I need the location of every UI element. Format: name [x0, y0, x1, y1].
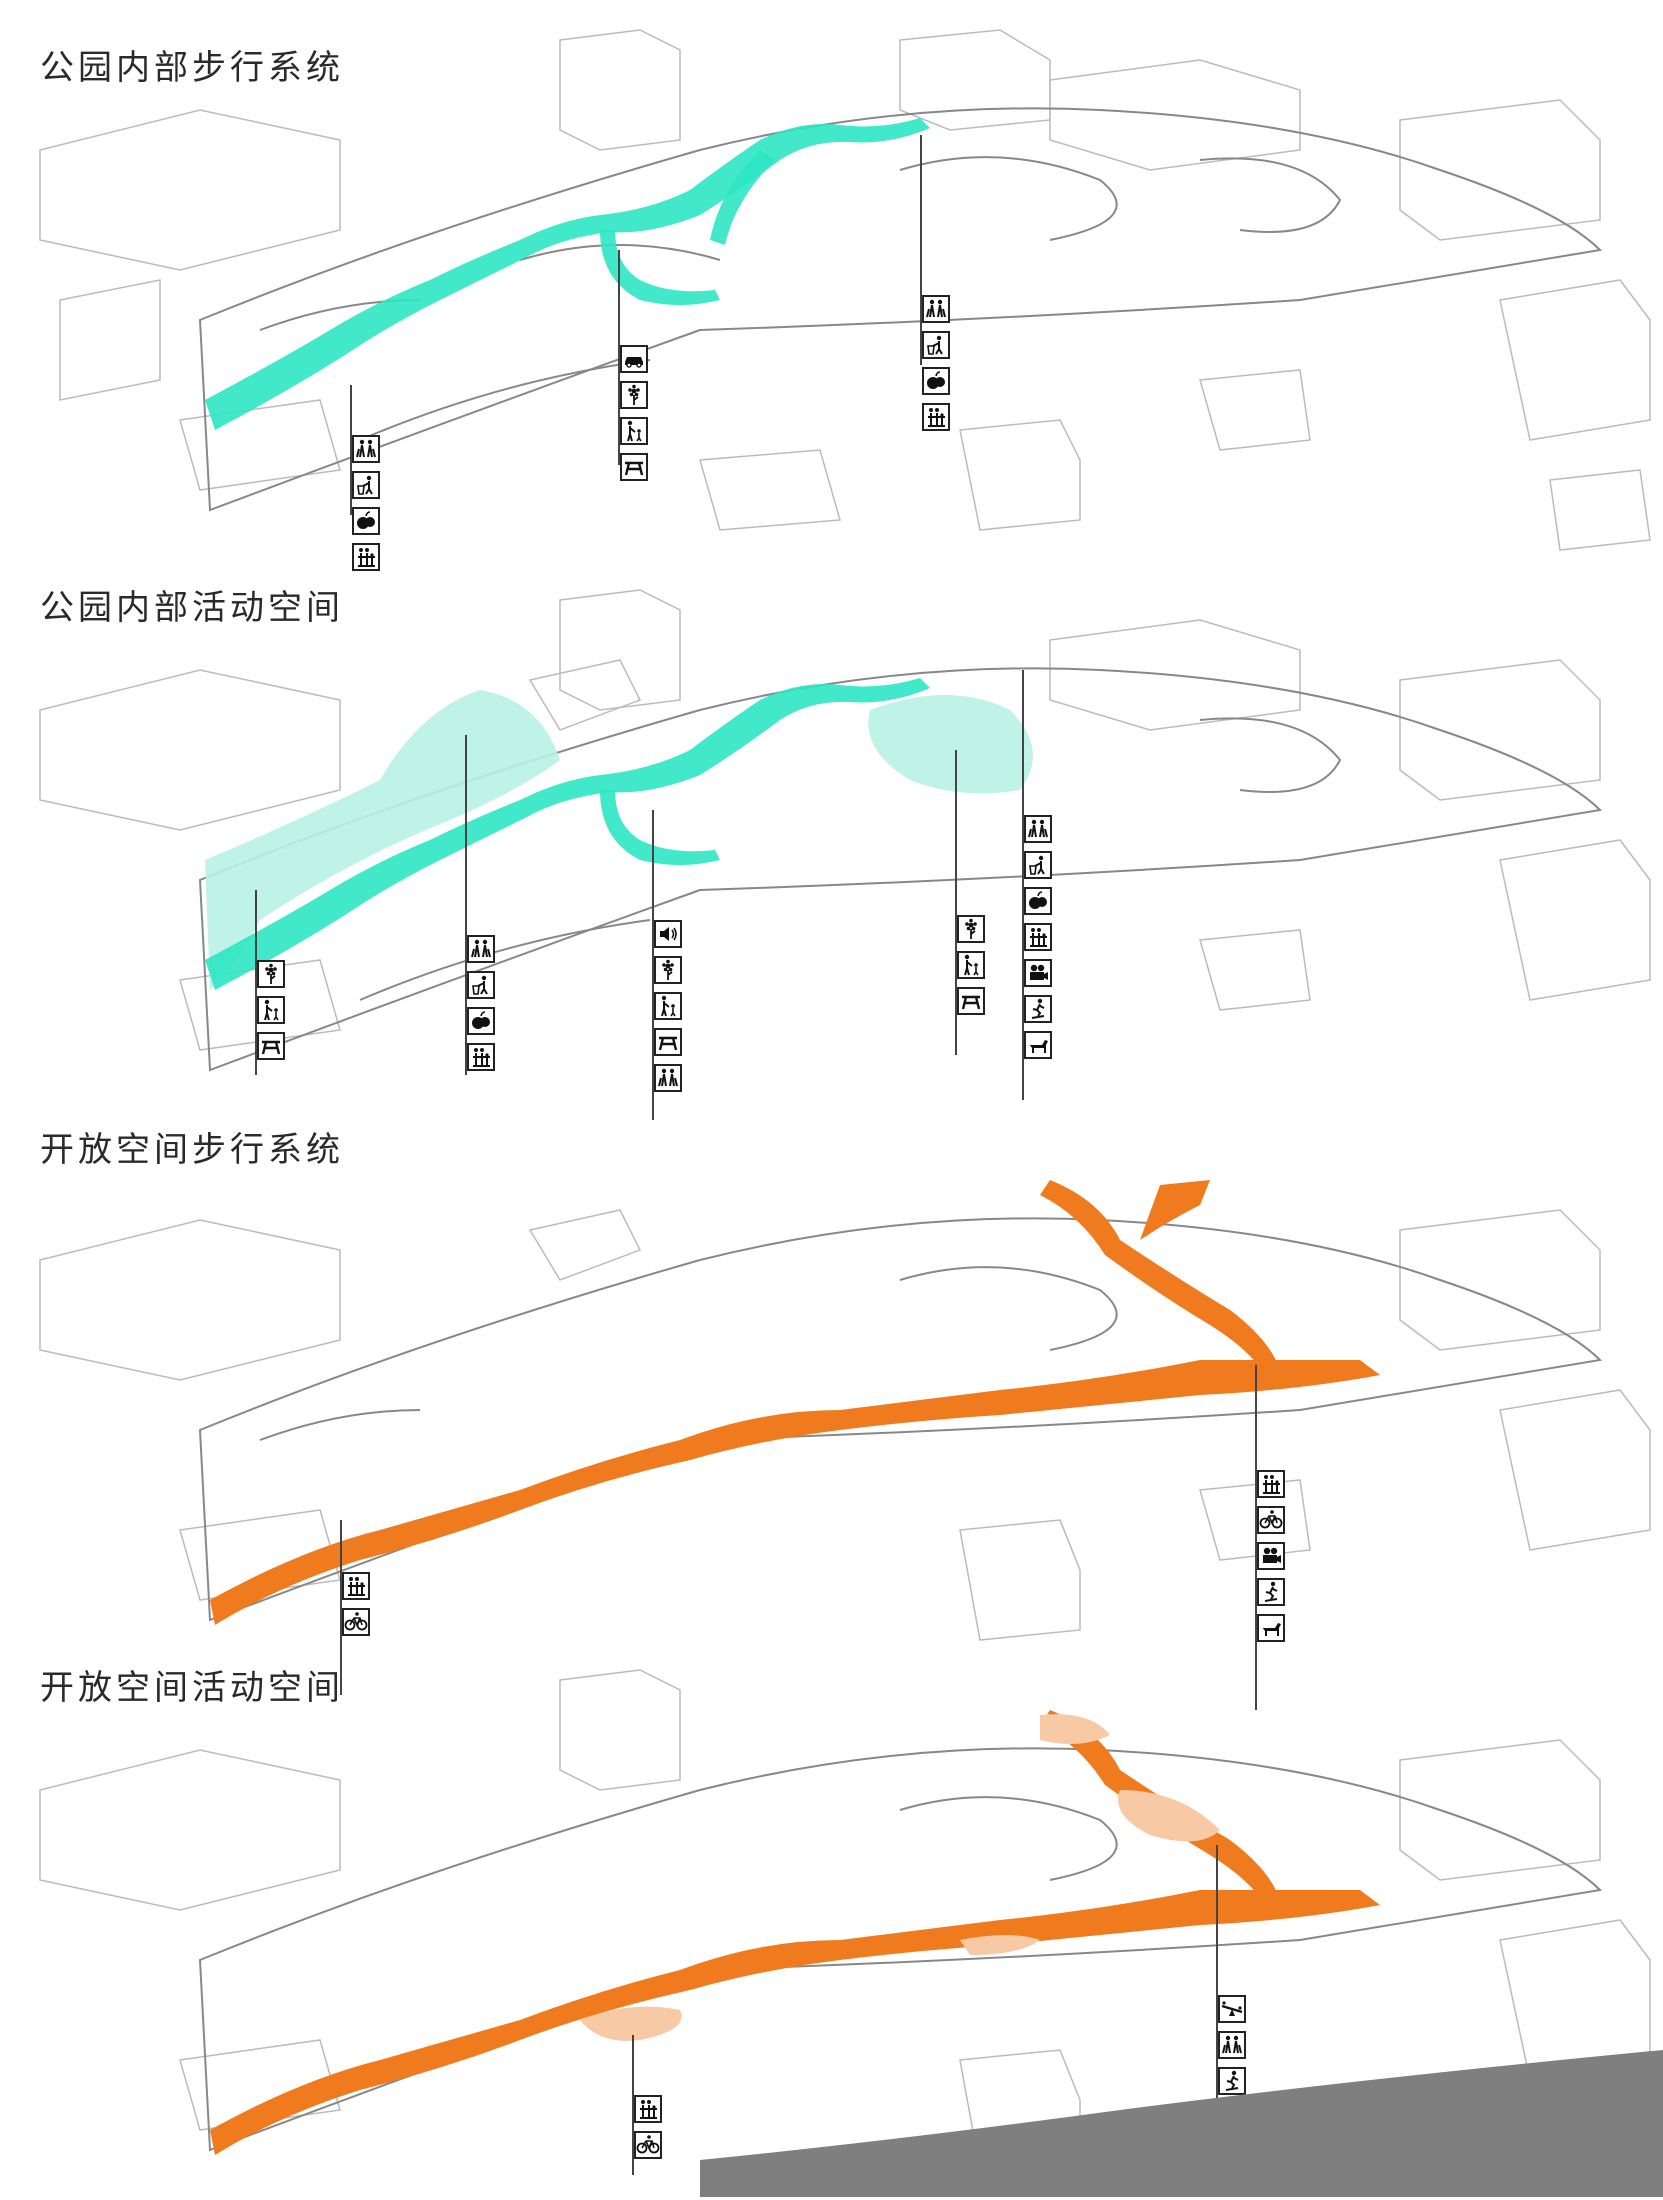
family-icon	[634, 2095, 662, 2123]
teal-activity-area	[205, 690, 560, 990]
panel-title: 公园内部活动空间	[40, 588, 344, 628]
axonometric-map	[39, 1669, 1651, 2171]
skateboard-icon	[1257, 1578, 1285, 1606]
teal-walkway	[205, 118, 930, 430]
callout-0	[257, 960, 289, 1068]
elderly-icon	[1024, 815, 1052, 843]
callout-0	[352, 435, 384, 579]
elderly-icon	[467, 935, 495, 963]
caregiver-icon	[352, 471, 380, 499]
car-icon	[620, 345, 648, 373]
parent-child-icon	[620, 417, 648, 445]
caregiver-icon	[1024, 851, 1052, 879]
camera-icon	[1257, 1542, 1285, 1570]
picnic-table-icon	[620, 453, 648, 481]
elderly-icon	[1218, 2031, 1246, 2059]
orange-activity-area	[580, 2006, 682, 2041]
panel-title: 公园内部步行系统	[40, 48, 344, 88]
context-buildings	[39, 29, 1651, 551]
axonometric-map	[39, 1180, 1651, 1641]
parent-child-icon	[957, 951, 985, 979]
skateboard-icon	[1218, 2067, 1246, 2095]
family-icon	[1257, 1470, 1285, 1498]
callout-4	[1024, 815, 1056, 1067]
elderly-icon	[654, 1064, 682, 1092]
flower-icon	[654, 956, 682, 984]
orange-walkway	[210, 1360, 1380, 1625]
flower-icon	[957, 915, 985, 943]
fruit-icon	[922, 367, 950, 395]
parent-child-icon	[654, 992, 682, 1020]
axonometric-map	[39, 589, 1651, 1072]
family-icon	[342, 1572, 370, 1600]
fruit-icon	[467, 1007, 495, 1035]
bicycle-icon	[634, 2131, 662, 2159]
seesaw-icon	[1218, 1995, 1246, 2023]
callout-1	[620, 345, 652, 489]
family-icon	[1024, 923, 1052, 951]
panel-open-space-walking: 开放空间步行系统	[0, 1110, 1663, 1710]
callout-3	[957, 915, 989, 1023]
family-icon	[352, 543, 380, 571]
parent-child-icon	[257, 996, 285, 1024]
caregiver-icon	[922, 331, 950, 359]
callout-2	[922, 295, 954, 439]
axonometric-map	[39, 29, 1651, 551]
park-outline	[198, 107, 1603, 512]
bicycle-icon	[342, 1608, 370, 1636]
panel-park-internal-activity: 公园内部活动空间	[0, 560, 1663, 1120]
elderly-icon	[352, 435, 380, 463]
dog-icon	[1257, 1614, 1285, 1642]
picnic-table-icon	[654, 1028, 682, 1056]
fruit-icon	[1024, 887, 1052, 915]
callout-1	[467, 935, 499, 1079]
callout-0	[342, 1572, 374, 1644]
picnic-table-icon	[957, 987, 985, 1015]
family-icon	[922, 403, 950, 431]
speaker-icon	[654, 920, 682, 948]
panel-title: 开放空间活动空间	[40, 1668, 344, 1708]
caregiver-icon	[467, 971, 495, 999]
callout-1	[1257, 1470, 1289, 1650]
skateboard-icon	[1024, 995, 1052, 1023]
fruit-icon	[352, 507, 380, 535]
camera-icon	[1024, 959, 1052, 987]
panel-title: 开放空间步行系统	[40, 1130, 344, 1170]
flower-icon	[257, 960, 285, 988]
bicycle-icon	[1257, 1506, 1285, 1534]
flower-icon	[620, 381, 648, 409]
elderly-icon	[922, 295, 950, 323]
watercolor-wash	[700, 2050, 1663, 2197]
dog-icon	[1024, 1031, 1052, 1059]
picnic-table-icon	[257, 1032, 285, 1060]
callout-2	[654, 920, 686, 1100]
family-icon	[467, 1043, 495, 1071]
panel-park-internal-walking: 公园内部步行系统	[0, 0, 1663, 571]
callout-0	[634, 2095, 666, 2167]
